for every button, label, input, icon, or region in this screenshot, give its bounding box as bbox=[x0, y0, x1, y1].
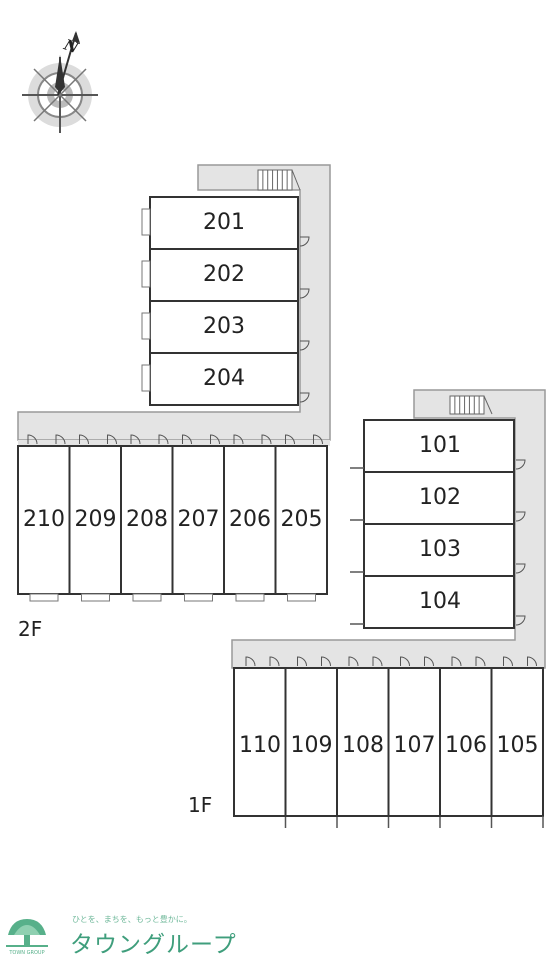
door-icon-207-b bbox=[210, 434, 220, 445]
door-icon-104 bbox=[515, 615, 526, 626]
unit-label-205: 205 bbox=[281, 507, 323, 532]
door-icon-210-a bbox=[27, 434, 38, 445]
door-icon-105-a bbox=[503, 656, 513, 667]
unit-105 bbox=[490, 667, 544, 817]
balcony-201 bbox=[141, 208, 151, 236]
unit-label-202: 202 bbox=[203, 262, 245, 287]
unit-109 bbox=[284, 667, 338, 817]
door-icon-109-b bbox=[321, 656, 331, 667]
balcony-205 bbox=[287, 593, 316, 602]
door-icon-207-a bbox=[182, 434, 192, 445]
town-group-logo-icon: TOWN GROUP bbox=[2, 911, 52, 957]
door-icon-206-b bbox=[261, 434, 272, 445]
unit-label-104: 104 bbox=[419, 589, 461, 614]
unit-107 bbox=[387, 667, 441, 817]
unit-104 bbox=[363, 575, 515, 629]
unit-108 bbox=[336, 667, 390, 817]
floor-plan: N 201 202 203 204 210 209 208 207 206 205 101 102 10… bbox=[17, 31, 546, 828]
unit-110 bbox=[233, 667, 287, 817]
unit-106 bbox=[439, 667, 493, 817]
unit-102 bbox=[363, 471, 515, 525]
corridor-1f bbox=[231, 389, 546, 669]
brand-name: タウングループ bbox=[70, 932, 237, 958]
unit-203 bbox=[149, 300, 299, 354]
door-icon-101 bbox=[515, 459, 526, 470]
balcony-208 bbox=[132, 593, 162, 602]
unit-label-201: 201 bbox=[203, 210, 245, 235]
door-icon-208-a bbox=[130, 434, 141, 445]
door-icon-109-a bbox=[297, 656, 307, 667]
compass-rose-icon: N bbox=[22, 31, 98, 133]
unit-202 bbox=[149, 248, 299, 302]
door-icon-105-b bbox=[527, 656, 537, 667]
unit-label-103: 103 bbox=[419, 537, 461, 562]
unit-103 bbox=[363, 523, 515, 577]
brand-tagline: ひとを、まちを、もっと豊かに。 bbox=[72, 915, 192, 924]
unit-label-102: 102 bbox=[419, 485, 461, 510]
unit-label-108: 108 bbox=[342, 733, 384, 758]
door-icon-110-a bbox=[245, 656, 256, 667]
brand-footer: TOWN GROUP ひとを、まちを、もっと豊かに。 タウングループ bbox=[0, 905, 560, 960]
floor-label-2f: 2F bbox=[18, 617, 42, 641]
balcony-209 bbox=[81, 593, 110, 602]
door-icon-210-b bbox=[55, 434, 66, 445]
balcony-206 bbox=[235, 593, 265, 602]
door-icon-202 bbox=[299, 288, 310, 299]
door-icon-106-a bbox=[451, 656, 462, 667]
north-label: N bbox=[61, 35, 82, 57]
unit-205 bbox=[274, 445, 328, 595]
door-icon-205-b bbox=[313, 434, 323, 445]
floor-label-1f: 1F bbox=[188, 793, 212, 817]
corridor-2f bbox=[17, 164, 331, 441]
door-icon-102 bbox=[515, 511, 526, 522]
unit-label-204: 204 bbox=[203, 366, 245, 391]
unit-label-109: 109 bbox=[291, 733, 333, 758]
balcony-204 bbox=[141, 364, 151, 392]
logo-caption: TOWN GROUP bbox=[8, 950, 44, 956]
door-icon-201 bbox=[299, 236, 310, 247]
unit-label-106: 106 bbox=[445, 733, 487, 758]
door-icon-108-a bbox=[348, 656, 359, 667]
door-icon-206-a bbox=[233, 434, 244, 445]
unit-206 bbox=[223, 445, 277, 595]
door-icon-108-b bbox=[372, 656, 383, 667]
unit-label-105: 105 bbox=[497, 733, 539, 758]
unit-label-206: 206 bbox=[229, 507, 271, 532]
door-icon-107-a bbox=[400, 656, 410, 667]
balcony-203 bbox=[141, 312, 151, 340]
balcony-210 bbox=[29, 593, 59, 602]
door-icon-205-a bbox=[285, 434, 295, 445]
door-icon-203 bbox=[299, 340, 310, 351]
unit-label-208: 208 bbox=[126, 507, 168, 532]
door-icon-110-b bbox=[269, 656, 280, 667]
door-icon-204 bbox=[299, 392, 310, 403]
door-icon-103 bbox=[515, 563, 526, 574]
door-icon-209-a bbox=[79, 434, 89, 445]
unit-label-107: 107 bbox=[394, 733, 436, 758]
unit-label-110: 110 bbox=[239, 733, 281, 758]
unit-label-207: 207 bbox=[178, 507, 220, 532]
unit-label-210: 210 bbox=[23, 507, 65, 532]
balcony-202 bbox=[141, 260, 151, 288]
door-icon-209-b bbox=[107, 434, 117, 445]
balcony-207 bbox=[184, 593, 213, 602]
unit-label-101: 101 bbox=[419, 433, 461, 458]
door-icon-106-b bbox=[475, 656, 486, 667]
unit-label-209: 209 bbox=[75, 507, 117, 532]
door-icon-107-b bbox=[424, 656, 434, 667]
door-icon-208-b bbox=[158, 434, 169, 445]
unit-101 bbox=[363, 419, 515, 473]
unit-label-203: 203 bbox=[203, 314, 245, 339]
